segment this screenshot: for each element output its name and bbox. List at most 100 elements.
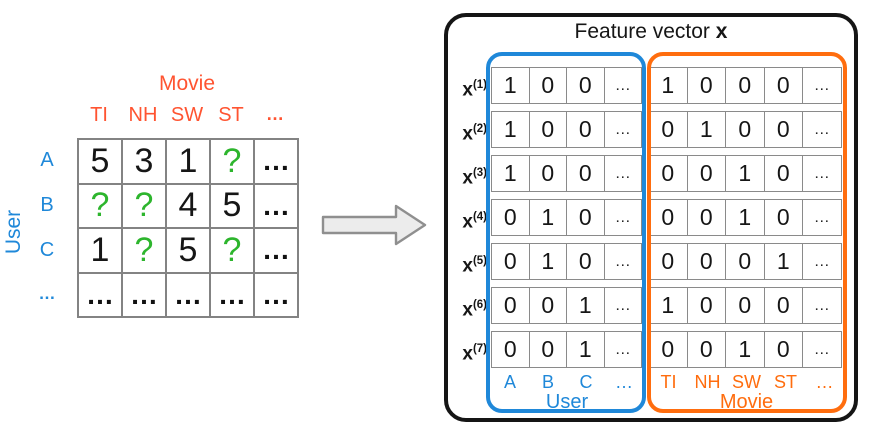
feature-vector-row: x(5) 0 1 0 … 0 0 0 1 … xyxy=(440,243,842,280)
feature-cell: 0 xyxy=(528,155,567,192)
feature-cell: … xyxy=(802,243,842,280)
movie-onehot-cells: 0 0 0 1 … xyxy=(648,243,842,280)
feature-cell: 1 xyxy=(566,287,605,324)
rating-cell: 4 xyxy=(165,182,211,229)
rating-cell: ? xyxy=(77,182,123,229)
feature-cell: … xyxy=(603,199,642,236)
feature-cell: 0 xyxy=(528,111,567,148)
movie-column-labels: TI NH SW ST … xyxy=(649,372,844,393)
rating-cell: … xyxy=(253,271,299,318)
feature-cell: 0 xyxy=(763,67,803,104)
feature-cell: … xyxy=(802,287,842,324)
column-header: TI xyxy=(660,372,677,392)
movie-onehot-cells: 0 1 0 0 … xyxy=(648,111,842,148)
feature-vector-row: x(2) 1 0 0 … 0 1 0 0 … xyxy=(440,111,842,148)
user-axis-label: User xyxy=(2,209,25,255)
feature-cell: … xyxy=(802,67,842,104)
rating-cell: … xyxy=(253,227,299,274)
user-onehot-cells: 0 1 0 … xyxy=(491,243,642,280)
rating-cell: 5 xyxy=(209,182,255,229)
user-onehot-cells: 1 0 0 … xyxy=(491,155,642,192)
feature-cell: 0 xyxy=(648,243,688,280)
feature-cell: 0 xyxy=(491,243,530,280)
user-onehot-cells: 0 0 1 … xyxy=(491,331,642,368)
feature-cell: 0 xyxy=(491,331,530,368)
feature-vector-row: x(1) 1 0 0 … 1 0 0 0 … xyxy=(440,67,842,104)
rating-cell: 1 xyxy=(77,227,123,274)
movie-onehot-cells: 0 0 1 0 … xyxy=(648,331,842,368)
feature-cell: 0 xyxy=(648,155,688,192)
movie-onehot-cells: 0 0 1 0 … xyxy=(648,199,842,236)
feature-cell: 0 xyxy=(763,287,803,324)
feature-cell: … xyxy=(802,155,842,192)
feature-cell: 0 xyxy=(763,111,803,148)
feature-cell: 1 xyxy=(528,243,567,280)
feature-vector-row: x(6) 0 0 1 … 1 0 0 0 … xyxy=(440,287,842,324)
feature-cell: 0 xyxy=(686,155,726,192)
user-column-labels: A B C … xyxy=(491,372,643,393)
feature-cell: … xyxy=(802,331,842,368)
feature-cell: 1 xyxy=(528,199,567,236)
feature-vector-title: Feature vector x xyxy=(448,20,854,44)
column-header: SW xyxy=(732,372,761,392)
feature-cell: 0 xyxy=(725,67,765,104)
feature-cell: 0 xyxy=(725,243,765,280)
feature-vector-row: x(7) 0 0 1 … 0 0 1 0 … xyxy=(440,331,842,368)
transform-arrow-icon xyxy=(321,204,427,246)
feature-cell: 0 xyxy=(491,287,530,324)
vector-label: x(6) xyxy=(462,299,487,321)
column-header: TI xyxy=(90,104,108,126)
movie-onehot-cells: 1 0 0 0 … xyxy=(648,67,842,104)
feature-cell: … xyxy=(802,111,842,148)
title-text: Feature vector xyxy=(574,20,716,43)
feature-cell: … xyxy=(603,331,642,368)
vector-label: x(5) xyxy=(462,255,487,277)
rating-cell: ? xyxy=(121,182,167,229)
feature-cell: 0 xyxy=(725,111,765,148)
feature-cell: 0 xyxy=(763,155,803,192)
feature-cell: 1 xyxy=(763,243,803,280)
feature-cell: 0 xyxy=(528,331,567,368)
column-header: B xyxy=(541,372,554,392)
title-x-symbol: x xyxy=(715,20,728,43)
rating-cell: ? xyxy=(121,227,167,274)
vector-label: x(1) xyxy=(462,79,487,101)
feature-cell: 0 xyxy=(686,199,726,236)
feature-cell: 0 xyxy=(763,331,803,368)
feature-cell: 0 xyxy=(528,287,567,324)
feature-cell: 1 xyxy=(491,67,530,104)
column-header: … xyxy=(615,372,633,392)
column-header: ST xyxy=(773,372,797,392)
feature-cell: … xyxy=(603,111,642,148)
feature-cell: 0 xyxy=(648,111,688,148)
user-onehot-cells: 1 0 0 … xyxy=(491,67,642,104)
vector-label: x(7) xyxy=(462,343,487,365)
feature-cell: 0 xyxy=(528,67,567,104)
rating-matrix: 5 3 1 ? … ? ? 4 5 … 1 ? 5 ? … … xyxy=(77,138,299,318)
rating-row-headers: A B C … xyxy=(26,138,68,317)
feature-cell: 0 xyxy=(686,67,726,104)
movie-onehot-cells: 1 0 0 0 … xyxy=(648,287,842,324)
feature-cell: 0 xyxy=(763,199,803,236)
feature-cell: 1 xyxy=(725,199,765,236)
user-onehot-cells: 0 0 1 … xyxy=(491,287,642,324)
feature-cell: … xyxy=(603,243,642,280)
feature-cell: 0 xyxy=(686,331,726,368)
feature-cell: … xyxy=(603,67,642,104)
feature-cell: 1 xyxy=(648,287,688,324)
column-header: A xyxy=(503,372,516,392)
feature-cell: 0 xyxy=(648,199,688,236)
column-header: ST xyxy=(218,104,244,126)
rating-column-headers: TI NH SW ST … xyxy=(77,104,297,127)
rating-cell: … xyxy=(77,271,123,318)
feature-cell: 1 xyxy=(491,155,530,192)
feature-cell: … xyxy=(802,199,842,236)
feature-cell: 1 xyxy=(725,155,765,192)
feature-vector-row: x(4) 0 1 0 … 0 0 1 0 … xyxy=(440,199,842,236)
column-header: NH xyxy=(128,104,158,126)
feature-cell: 0 xyxy=(648,331,688,368)
column-header: C xyxy=(579,372,593,392)
feature-cell: 1 xyxy=(491,111,530,148)
user-onehot-cells: 1 0 0 … xyxy=(491,111,642,148)
